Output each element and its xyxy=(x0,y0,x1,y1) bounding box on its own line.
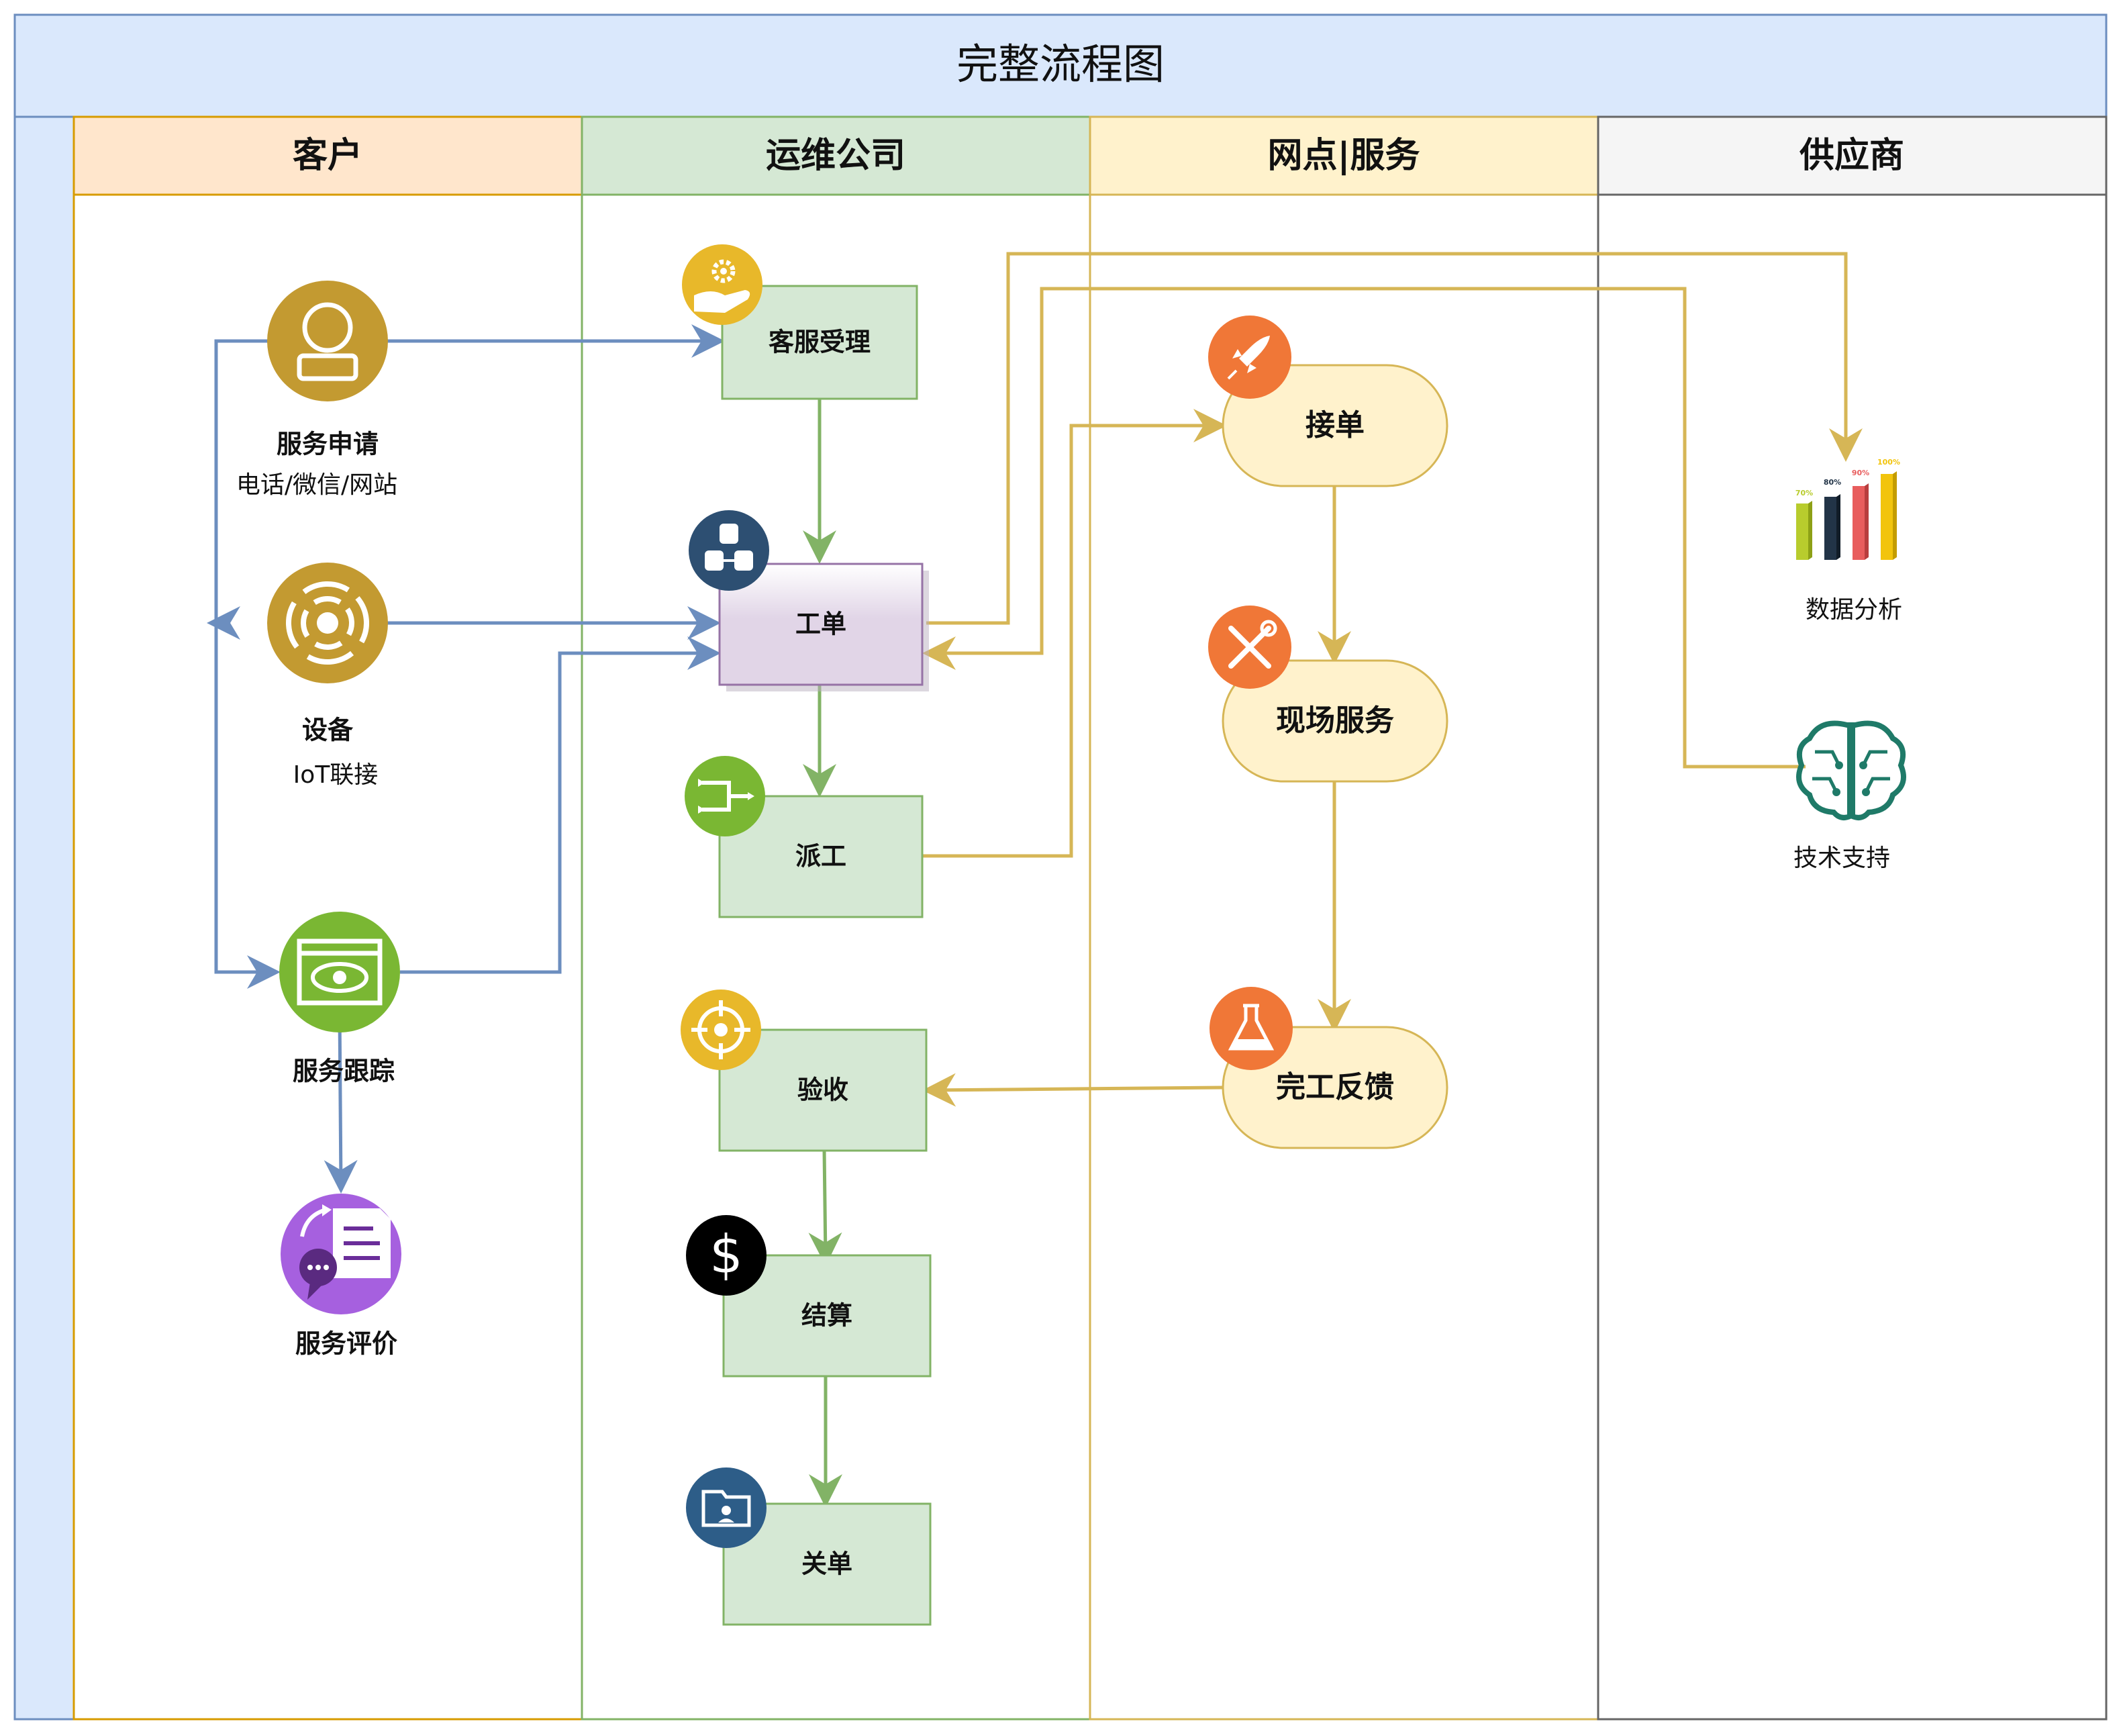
device-sub: IoT联接 xyxy=(293,761,379,789)
edges-gold xyxy=(922,252,1863,1107)
edges-green xyxy=(803,399,842,1508)
accept-label: 接单 xyxy=(1305,408,1365,442)
node-support[interactable]: 技术支持 xyxy=(1793,720,1906,873)
edge-dispatch-to-accept xyxy=(922,409,1227,858)
node-settlement[interactable]: 结算 $ xyxy=(686,1215,932,1378)
hand-gear-icon xyxy=(682,244,762,325)
pool: 完整流程图 xyxy=(13,13,2108,1721)
lane-title-ops: 运维公司 xyxy=(766,136,905,176)
node-onsite[interactable]: 现场服务 xyxy=(1208,606,1448,783)
title-bar xyxy=(13,13,2108,118)
user-icon xyxy=(267,281,388,401)
lane-header-customer xyxy=(72,115,583,196)
flask-icon xyxy=(1210,987,1293,1070)
lane-header-ops xyxy=(581,115,1091,196)
lane-header-network xyxy=(1089,115,1599,196)
svg-text:$: $ xyxy=(709,1224,743,1285)
edge-tracking-to-evaluation xyxy=(324,1012,358,1194)
bar-tick-1: 70% xyxy=(1795,489,1813,497)
device-label: 设备 xyxy=(302,716,354,745)
service-request-sub: 电话/微信/网站 xyxy=(236,471,397,499)
edges-blue xyxy=(207,324,725,1194)
settlement-label: 结算 xyxy=(801,1301,852,1331)
feedback-label: 完工反馈 xyxy=(1276,1070,1394,1104)
node-service-request[interactable]: 服务申请 电话/微信/网站 xyxy=(236,281,397,499)
bar-chart-icon: 70% 80% 90% 100% xyxy=(1795,458,1900,560)
analytics-label: 数据分析 xyxy=(1806,596,1902,624)
lane-title-customer: 客户 xyxy=(293,136,362,176)
node-workorder[interactable]: 工单 xyxy=(689,510,929,691)
split-flow-icon xyxy=(685,756,765,836)
tracking-label: 服务跟踪 xyxy=(293,1057,395,1086)
node-acceptance[interactable]: 验收 xyxy=(681,990,928,1152)
workorder-label: 工单 xyxy=(795,610,846,639)
bar-tick-2: 80% xyxy=(1824,478,1841,487)
node-analytics[interactable]: 70% 80% 90% 100% 数据分析 xyxy=(1795,458,1902,624)
dollar-icon xyxy=(686,1215,767,1296)
edge-request-loop xyxy=(214,339,281,989)
evaluation-label: 服务评价 xyxy=(295,1329,397,1359)
support-label: 技术支持 xyxy=(1793,845,1890,872)
bar-tick-3: 90% xyxy=(1852,469,1869,477)
pool-left-strip xyxy=(13,115,75,1721)
edge-feedback-to-acceptance xyxy=(922,1073,1224,1107)
node-reception[interactable]: 客服受理 xyxy=(682,244,918,400)
node-device[interactable]: 设备 IoT联接 xyxy=(267,563,388,789)
onsite-label: 现场服务 xyxy=(1276,704,1394,738)
close-label: 关单 xyxy=(801,1549,852,1579)
lane-title-network: 网点|服务 xyxy=(1268,136,1420,176)
page-title: 完整流程图 xyxy=(956,40,1165,89)
lane-supplier: 供应商 xyxy=(1597,115,2108,1721)
bar-tick-4: 100% xyxy=(1877,458,1900,467)
reception-label: 客服受理 xyxy=(769,328,871,357)
lane-header-supplier xyxy=(1597,115,2108,196)
lane-title-supplier: 供应商 xyxy=(1799,136,1904,176)
node-accept[interactable]: 接单 xyxy=(1208,316,1448,487)
service-request-label: 服务申请 xyxy=(277,430,379,459)
node-evaluation[interactable]: 服务评价 xyxy=(281,1194,401,1359)
edge-workorder-to-analytics xyxy=(926,252,1863,625)
lane-network: 网点|服务 xyxy=(1089,115,1599,1721)
node-tracking[interactable]: 服务跟踪 xyxy=(279,912,400,1086)
edge-support-to-workorder xyxy=(922,287,1806,769)
acceptance-label: 验收 xyxy=(797,1075,848,1105)
node-feedback[interactable]: 完工反馈 xyxy=(1210,987,1448,1149)
edge-acceptance-to-settlement xyxy=(808,1149,842,1266)
node-close[interactable]: 关单 xyxy=(686,1467,932,1626)
node-dispatch[interactable]: 派工 xyxy=(685,756,924,918)
dispatch-label: 派工 xyxy=(795,842,846,871)
circuit-brain-icon xyxy=(1796,720,1906,820)
database-cluster-icon xyxy=(689,510,769,591)
edge-tracking-to-workorder xyxy=(400,636,721,974)
